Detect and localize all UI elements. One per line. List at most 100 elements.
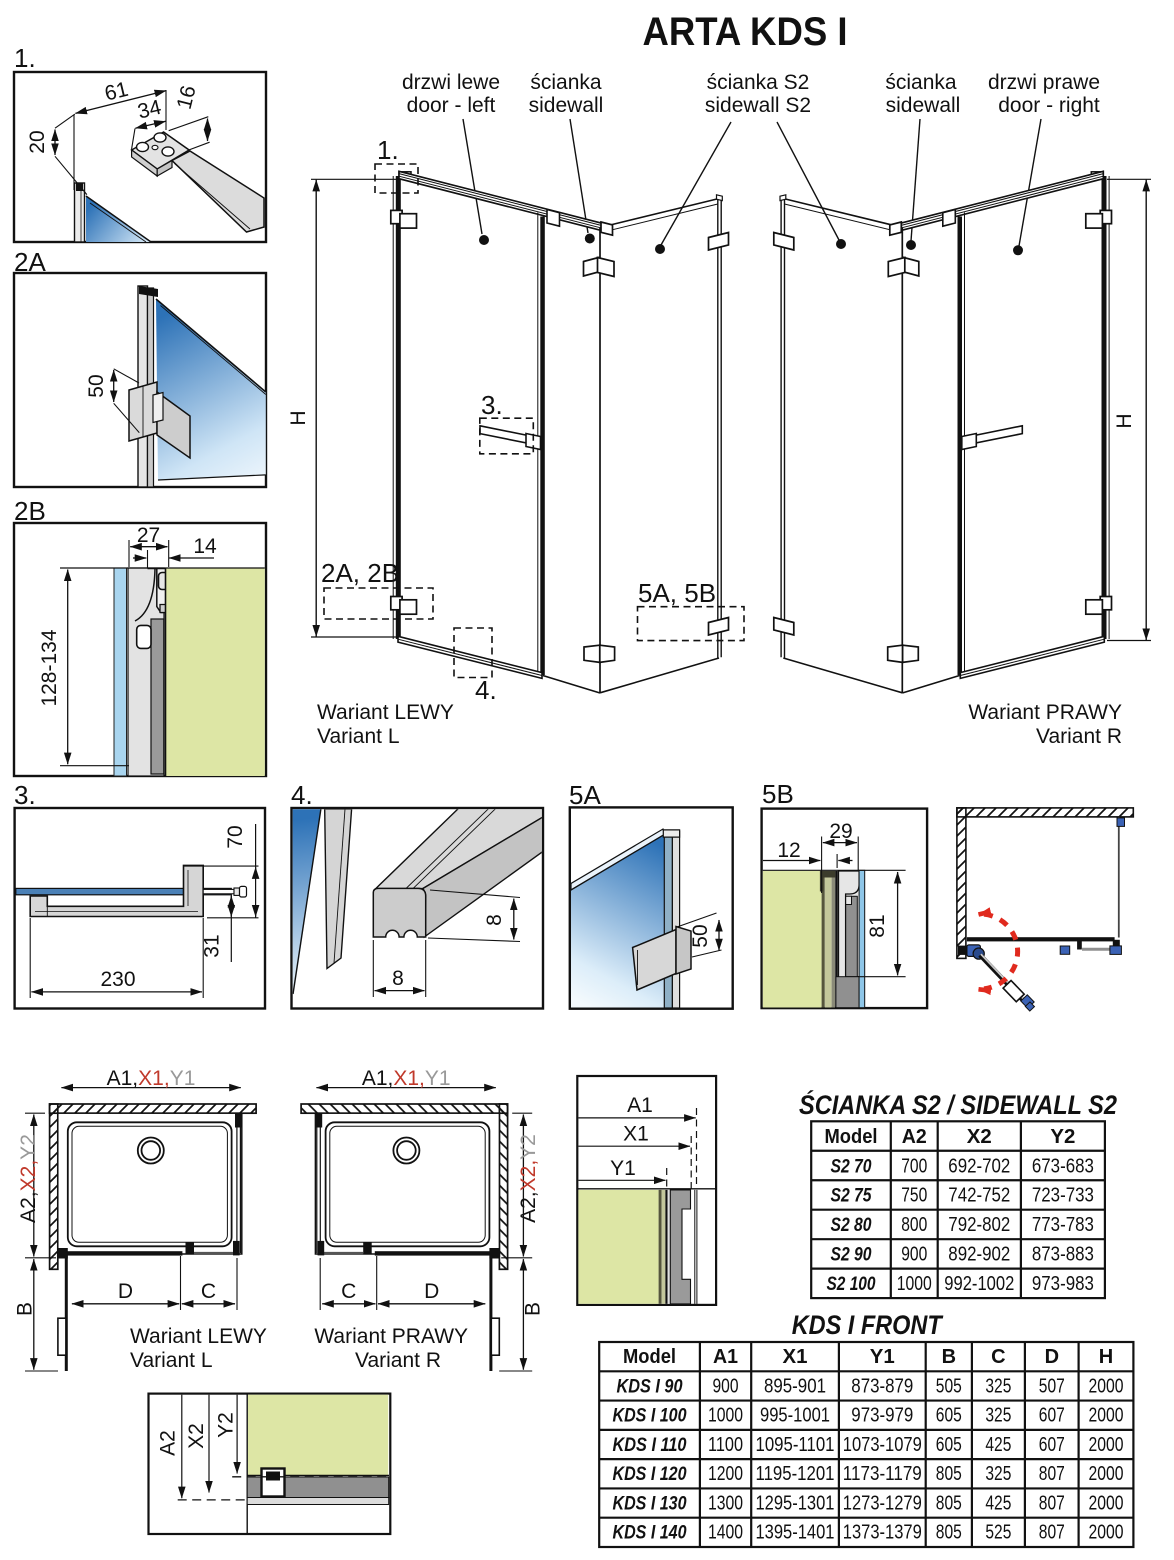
svg-text:sidewall: sidewall [886,94,961,117]
svg-text:20: 20 [26,130,49,153]
svg-text:2000: 2000 [1089,1375,1124,1397]
svg-text:ścianka S2: ścianka S2 [707,71,810,94]
svg-text:KDS I 110: KDS I 110 [613,1435,687,1456]
svg-text:X1: X1 [623,1123,649,1146]
svg-text:B: B [942,1346,956,1368]
svg-text:505: 505 [936,1375,962,1397]
svg-text:A2: A2 [157,1430,180,1456]
svg-text:12: 12 [777,839,800,862]
svg-text:A1: A1 [627,1094,653,1117]
svg-text:873-883: 873-883 [1032,1244,1094,1266]
svg-text:81: 81 [866,914,889,937]
svg-text:4.: 4. [475,675,497,705]
svg-text:805: 805 [936,1492,962,1514]
svg-text:A1,X1,Y1: A1,X1,Y1 [362,1067,451,1090]
svg-text:D: D [1045,1346,1059,1368]
svg-text:5A, 5B: 5A, 5B [638,578,716,608]
svg-text:S2 75: S2 75 [831,1186,872,1207]
svg-text:425: 425 [985,1434,1011,1456]
svg-text:ścianka: ścianka [885,71,957,94]
svg-text:800: 800 [901,1214,927,1236]
svg-text:723-733: 723-733 [1032,1185,1094,1207]
svg-text:61: 61 [102,78,130,106]
svg-text:2000: 2000 [1089,1405,1124,1427]
svg-text:607: 607 [1039,1434,1065,1456]
svg-text:Wariant LEWY: Wariant LEWY [130,1325,267,1348]
svg-text:Y1: Y1 [870,1346,895,1368]
svg-text:673-683: 673-683 [1032,1155,1094,1177]
svg-text:807: 807 [1039,1522,1065,1544]
svg-text:2000: 2000 [1089,1463,1124,1485]
svg-text:Y1: Y1 [610,1157,636,1180]
svg-text:1273-1279: 1273-1279 [843,1492,922,1514]
svg-text:KDS I 100: KDS I 100 [613,1406,687,1427]
svg-text:3.: 3. [14,780,36,810]
svg-text:2B: 2B [14,496,46,526]
svg-text:Variant L: Variant L [317,725,400,748]
svg-text:1373-1379: 1373-1379 [843,1522,922,1544]
svg-text:S2 70: S2 70 [831,1156,872,1177]
svg-text:895-901: 895-901 [764,1375,826,1397]
svg-text:A2,X2,Y2: A2,X2,Y2 [17,1134,40,1223]
svg-text:1400: 1400 [708,1522,743,1544]
svg-text:1073-1079: 1073-1079 [843,1434,922,1456]
svg-text:C: C [341,1280,356,1303]
svg-text:Wariant PRAWY: Wariant PRAWY [314,1325,468,1348]
svg-text:992-1002: 992-1002 [944,1273,1014,1295]
svg-text:door - left: door - left [407,94,496,117]
svg-text:792-802: 792-802 [948,1214,1010,1236]
svg-text:742-752: 742-752 [948,1185,1010,1207]
svg-text:425: 425 [985,1492,1011,1514]
svg-text:805: 805 [936,1463,962,1485]
svg-text:X1: X1 [783,1346,808,1368]
svg-text:B: B [14,1302,37,1316]
svg-text:2000: 2000 [1089,1492,1124,1514]
svg-text:1295-1301: 1295-1301 [756,1492,835,1514]
svg-text:1200: 1200 [708,1463,743,1485]
svg-text:KDS I 140: KDS I 140 [613,1523,687,1544]
svg-text:605: 605 [936,1434,962,1456]
svg-text:S2 100: S2 100 [827,1274,876,1295]
svg-text:Model: Model [825,1126,878,1148]
svg-text:70: 70 [224,825,247,848]
svg-text:KDS I 130: KDS I 130 [613,1493,687,1514]
svg-text:31: 31 [201,934,224,957]
svg-text:X2: X2 [185,1423,208,1449]
svg-text:607: 607 [1039,1405,1065,1427]
svg-text:ścianka: ścianka [530,71,602,94]
svg-text:D: D [424,1280,439,1303]
svg-text:3.: 3. [481,390,503,420]
svg-text:16: 16 [173,83,201,111]
svg-text:ARTA KDS I: ARTA KDS I [643,10,848,54]
svg-text:900: 900 [901,1244,927,1266]
svg-text:973-979: 973-979 [851,1405,913,1427]
svg-text:1300: 1300 [708,1492,743,1514]
svg-text:2000: 2000 [1089,1434,1124,1456]
svg-text:Wariant PRAWY: Wariant PRAWY [968,701,1122,724]
svg-text:Wariant LEWY: Wariant LEWY [317,701,454,724]
svg-text:892-902: 892-902 [948,1244,1010,1266]
svg-text:Y2: Y2 [1050,1126,1075,1148]
svg-text:Variant R: Variant R [355,1349,441,1372]
svg-text:2000: 2000 [1089,1522,1124,1544]
svg-text:50: 50 [85,374,108,397]
svg-text:1000: 1000 [708,1405,743,1427]
svg-text:KDS I 90: KDS I 90 [617,1376,683,1397]
svg-text:1173-1179: 1173-1179 [843,1463,922,1485]
svg-text:KDS I 120: KDS I 120 [613,1464,687,1485]
svg-text:1.: 1. [14,43,36,73]
svg-text:ŚCIANKA S2 / SIDEWALL S2: ŚCIANKA S2 / SIDEWALL S2 [799,1089,1117,1120]
svg-text:773-783: 773-783 [1032,1214,1094,1236]
svg-text:900: 900 [713,1375,739,1397]
svg-text:4.: 4. [291,780,313,810]
svg-text:Y2: Y2 [214,1412,237,1438]
svg-text:H: H [1099,1346,1113,1368]
svg-text:door - right: door - right [998,94,1100,117]
svg-text:507: 507 [1039,1375,1065,1397]
svg-text:50: 50 [689,924,712,947]
svg-text:1395-1401: 1395-1401 [756,1522,835,1544]
svg-text:B: B [522,1302,545,1316]
svg-text:325: 325 [985,1405,1011,1427]
svg-text:8: 8 [392,967,404,990]
svg-text:A2,X2,Y2: A2,X2,Y2 [517,1134,540,1223]
